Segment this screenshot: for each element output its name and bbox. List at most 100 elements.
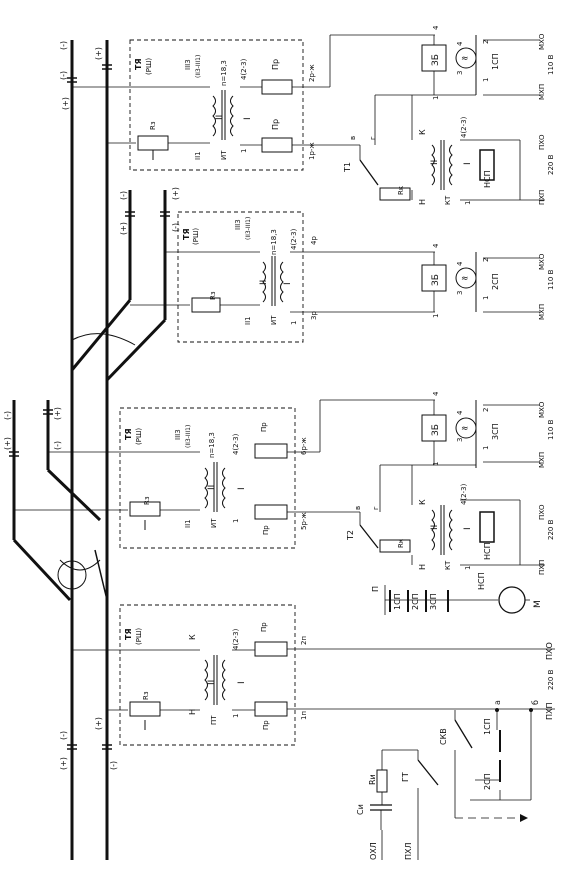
diagram-label: МХО (538, 401, 546, 418)
diagram-label: МХП (538, 452, 546, 468)
diagram-label: Т1 (343, 162, 352, 173)
diagram-label: 3СП (429, 593, 438, 610)
diagram-label: 4(2-3) (290, 228, 298, 250)
polarity-plus: (+) (53, 407, 62, 420)
diagram-label: (II3-III1) (195, 55, 202, 78)
diagram-label: 2п (300, 636, 308, 645)
diagram-label: ПХП (545, 702, 554, 720)
diagram-label: а (493, 700, 502, 705)
diagram-label: II1 (194, 151, 202, 160)
diagram-label: 1п (300, 711, 308, 720)
diagram-label: ИТ (220, 150, 228, 160)
diagram-label: Rз (209, 291, 217, 300)
polarity-plus: (+) (61, 97, 70, 110)
polarity-minus: (-) (53, 441, 62, 450)
diagram-label: I (283, 282, 293, 285)
diagram-label: МХО (538, 33, 546, 50)
diagram-label: МХП (538, 84, 546, 100)
diagram-label: ПХО (545, 642, 554, 660)
diagram-label: III3 (174, 429, 182, 440)
diagram-label: n=18,3 (270, 229, 278, 255)
motor-circuit: П 1СП 2СП 3СП НСП М (371, 572, 543, 615)
diagram-label: Rз (142, 691, 150, 700)
diagram-label: 1 (464, 566, 472, 570)
diagram-label: КТ (444, 195, 452, 205)
diagram-label: в (354, 506, 362, 510)
diagram-label: г (372, 506, 380, 510)
diagram-label: ТЯ (124, 428, 133, 440)
polarity-minus: (-) (59, 731, 68, 740)
diagram-label: Rз (149, 121, 157, 130)
diagram-label: 1СП (491, 53, 500, 70)
polarity-plus: (+) (3, 437, 12, 450)
diagram-label: 3СП (491, 423, 500, 440)
diagram-label: (РШ) (135, 428, 143, 445)
diagram-label: 1 (232, 519, 240, 523)
diagram-label: 4 (432, 391, 440, 396)
diagram-label: II (215, 115, 225, 120)
diagram-label: Н (188, 709, 197, 715)
diagram-label: 5р-ж (300, 512, 308, 530)
nsp-group-t1: в г Т1 Rк К Н КТ II I 4(2-3) 1 НСП 220 В… (343, 95, 555, 205)
diagram-label: 1СП (393, 593, 402, 610)
diagram-label: 2 (482, 258, 490, 262)
relay-1sp: ЗБ ≈ 1СП 110 В МХО МХП 4 2 4 3 1 1 (375, 25, 555, 100)
track-block-5r: ТЯ (РШ) Rз III3 (II3-III1) n=18,3 II I 4… (14, 399, 435, 549)
diagram-label: 6р-ж (300, 437, 308, 455)
diagram-label: МХО (538, 253, 546, 270)
diagram-label: 3 (456, 71, 464, 75)
polarity-plus: (+) (171, 187, 180, 200)
diagram-label: I (237, 487, 247, 490)
diagram-label: III3 (234, 219, 242, 230)
diagram-label: Н (418, 564, 427, 570)
polarity-minus: (-) (59, 71, 68, 80)
diagram-label: 1 (432, 96, 440, 100)
polarity-minus: (-) (119, 191, 128, 200)
diagram-label: ОХЛ (369, 842, 378, 860)
diagram-label: ЗБ (431, 274, 441, 286)
diagram-label: 4р (310, 236, 318, 245)
diagram-label: Пр (262, 525, 270, 535)
code-circuit: Си Rи ГТ СКВ 1СП 2СП ОХЛ ПХЛ (356, 710, 532, 860)
diagram-label: 1СП (483, 718, 492, 735)
diagram-label: Rк (397, 186, 405, 195)
diagram-label: 1 (482, 296, 490, 300)
diagram-label: II1 (184, 519, 192, 528)
diagram-label: К (188, 634, 197, 640)
diagram-label: ТЯ (124, 628, 133, 640)
diagram-label: 4(2-3) (232, 433, 240, 455)
diagram-label: 4(2-3) (460, 116, 468, 138)
diagram-label: Пр (260, 422, 268, 432)
polarity-minus: (-) (109, 761, 118, 770)
diagram-label: (II3-III1) (185, 425, 192, 448)
diagram-label: ПХП (538, 190, 546, 205)
diagram-label: 4 (432, 25, 440, 30)
diagram-label: СКВ (439, 728, 448, 745)
svg-text:≈: ≈ (461, 424, 469, 434)
diagram-label: К (418, 499, 427, 505)
diagram-label: М (533, 600, 543, 608)
diagram-label: 1 (432, 462, 440, 466)
diagram-label: 3р (310, 311, 318, 320)
diagram-label: (РШ) (135, 628, 143, 645)
diagram-label: 2 (482, 408, 490, 412)
diagram-label: П (371, 586, 380, 592)
polarity-minus: (-) (59, 41, 68, 50)
diagram-label: Rк (397, 539, 405, 548)
diagram-label: 220 В (547, 519, 555, 540)
diagram-label: НСП (477, 572, 486, 590)
diagram-label: МХП (538, 304, 546, 320)
diagram-label: 110 В (547, 269, 555, 290)
diagram-label: I (243, 117, 253, 120)
diagram-label: 4 (456, 410, 464, 415)
diagram-label: 2р-ж (308, 64, 316, 82)
diagram-label: 4(2-3) (460, 483, 468, 505)
diagram-label: 2СП (483, 773, 492, 790)
diagram-label: ПХО (538, 504, 546, 520)
diagram-label: НСП (483, 542, 492, 560)
track-block-1r: ТЯ (РШ) Rз III3 (II3-III1) n=18,3 II I 4… (72, 34, 435, 171)
diagram-label: ПТ (210, 715, 218, 725)
diagram-label: 3 (456, 438, 464, 442)
